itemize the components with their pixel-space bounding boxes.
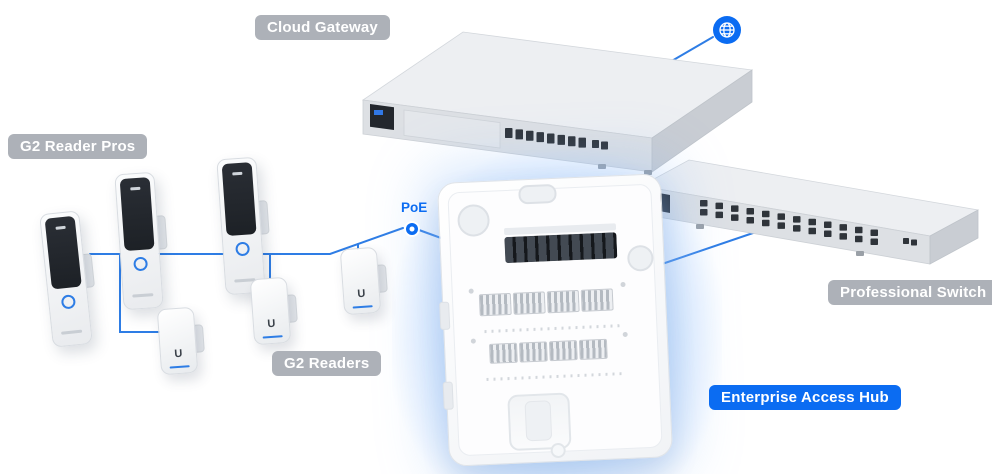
g2-reader-pros-badge: G2 Reader Pros <box>8 134 148 159</box>
hub-cable-channel <box>507 392 572 452</box>
port <box>700 209 708 216</box>
port <box>578 137 586 148</box>
switch-side-face <box>929 209 979 265</box>
gateway-display-screen <box>370 104 394 130</box>
g2-readers-badge: G2 Readers <box>272 351 382 376</box>
poe-dot-icon <box>406 223 418 235</box>
hub-terminal-block <box>488 342 518 364</box>
g2-reader-2: U <box>249 276 298 346</box>
reader-nfc-ring <box>60 294 77 310</box>
line-branch-reader-1 <box>119 253 161 333</box>
port <box>762 219 770 227</box>
hub-terminal-block <box>512 291 546 315</box>
gateway-foot <box>598 164 606 169</box>
reader-led-strip <box>262 334 283 339</box>
reader-screen-clock <box>55 225 66 230</box>
port <box>855 235 863 243</box>
reader-body: U <box>249 276 292 346</box>
port <box>777 222 785 229</box>
reader-screen <box>119 177 155 252</box>
reader-screen <box>221 162 257 237</box>
globe-glyph <box>719 22 735 38</box>
port <box>557 134 565 145</box>
port <box>700 200 708 207</box>
professional-switch-device <box>639 159 980 265</box>
reader-screen <box>44 215 82 290</box>
hub-terminal-block <box>478 292 512 317</box>
port <box>839 233 847 240</box>
reader-led-strip <box>352 304 373 309</box>
port <box>855 226 863 234</box>
cloud-gateway-device <box>361 31 754 175</box>
port <box>536 132 544 143</box>
port <box>731 214 739 221</box>
gateway-drive-bay <box>403 109 501 149</box>
poe-label: PoE <box>401 200 428 215</box>
reader-slot <box>61 329 83 335</box>
hub-terminal-block <box>546 289 580 314</box>
port <box>870 238 878 245</box>
port <box>911 239 917 246</box>
port <box>505 128 513 138</box>
gateway-ports <box>505 128 608 150</box>
reader-led-strip <box>169 364 190 369</box>
switch-foot <box>696 224 704 229</box>
port <box>601 141 608 150</box>
ubiquiti-u-logo: U <box>357 287 366 301</box>
reader-slot <box>132 293 154 298</box>
port <box>793 225 801 232</box>
gateway-screen-graphic <box>374 110 383 115</box>
line-globe-to-gateway <box>669 36 714 63</box>
port <box>777 213 785 220</box>
port <box>808 218 816 226</box>
port <box>526 130 534 141</box>
switch-foot <box>856 251 864 256</box>
g2-reader-1: U <box>156 306 205 376</box>
port <box>903 238 909 244</box>
hub-terminal-block <box>548 340 578 362</box>
hub-hinge <box>439 301 451 331</box>
port <box>731 205 739 212</box>
hub-cable-channel-inner <box>524 400 553 442</box>
globe-icon <box>713 16 741 44</box>
ubiquiti-u-logo: U <box>267 317 276 331</box>
hub-keyhole <box>550 442 567 459</box>
hub-terminal-block <box>580 288 614 312</box>
port <box>870 229 878 236</box>
professional-switch-badge: Professional Switch <box>828 280 992 305</box>
g2-reader-3: U <box>339 246 388 316</box>
hub-terminal-block <box>578 338 608 360</box>
port <box>746 208 754 215</box>
reader-screen-clock <box>232 171 243 175</box>
port <box>547 133 555 144</box>
port <box>568 136 576 147</box>
port <box>839 224 847 231</box>
hub-terminal-block <box>518 341 548 363</box>
reader-body: U <box>156 306 199 376</box>
port <box>715 211 723 219</box>
ubiquiti-u-logo: U <box>174 347 183 361</box>
cloud-gateway-badge: Cloud Gateway <box>255 15 390 40</box>
port <box>762 210 770 218</box>
hub-hinge <box>442 381 454 410</box>
line-poe-trunk <box>89 227 404 255</box>
port <box>824 221 832 228</box>
port <box>793 216 801 223</box>
port <box>746 217 754 224</box>
reader-nfc-ring <box>235 241 251 257</box>
enterprise-access-hub-badge: Enterprise Access Hub <box>709 385 901 410</box>
reader-body: U <box>339 246 382 316</box>
port <box>824 230 832 237</box>
reader-nfc-ring <box>133 256 149 272</box>
port <box>515 129 523 140</box>
line-hub-to-switch <box>661 231 757 265</box>
reader-screen-clock <box>130 186 141 190</box>
hub-cable-notch <box>518 183 557 205</box>
port <box>715 202 723 210</box>
port <box>808 227 816 235</box>
enterprise-access-hub-device <box>436 173 674 467</box>
hub-poe-ports <box>504 232 618 264</box>
port <box>592 140 599 148</box>
